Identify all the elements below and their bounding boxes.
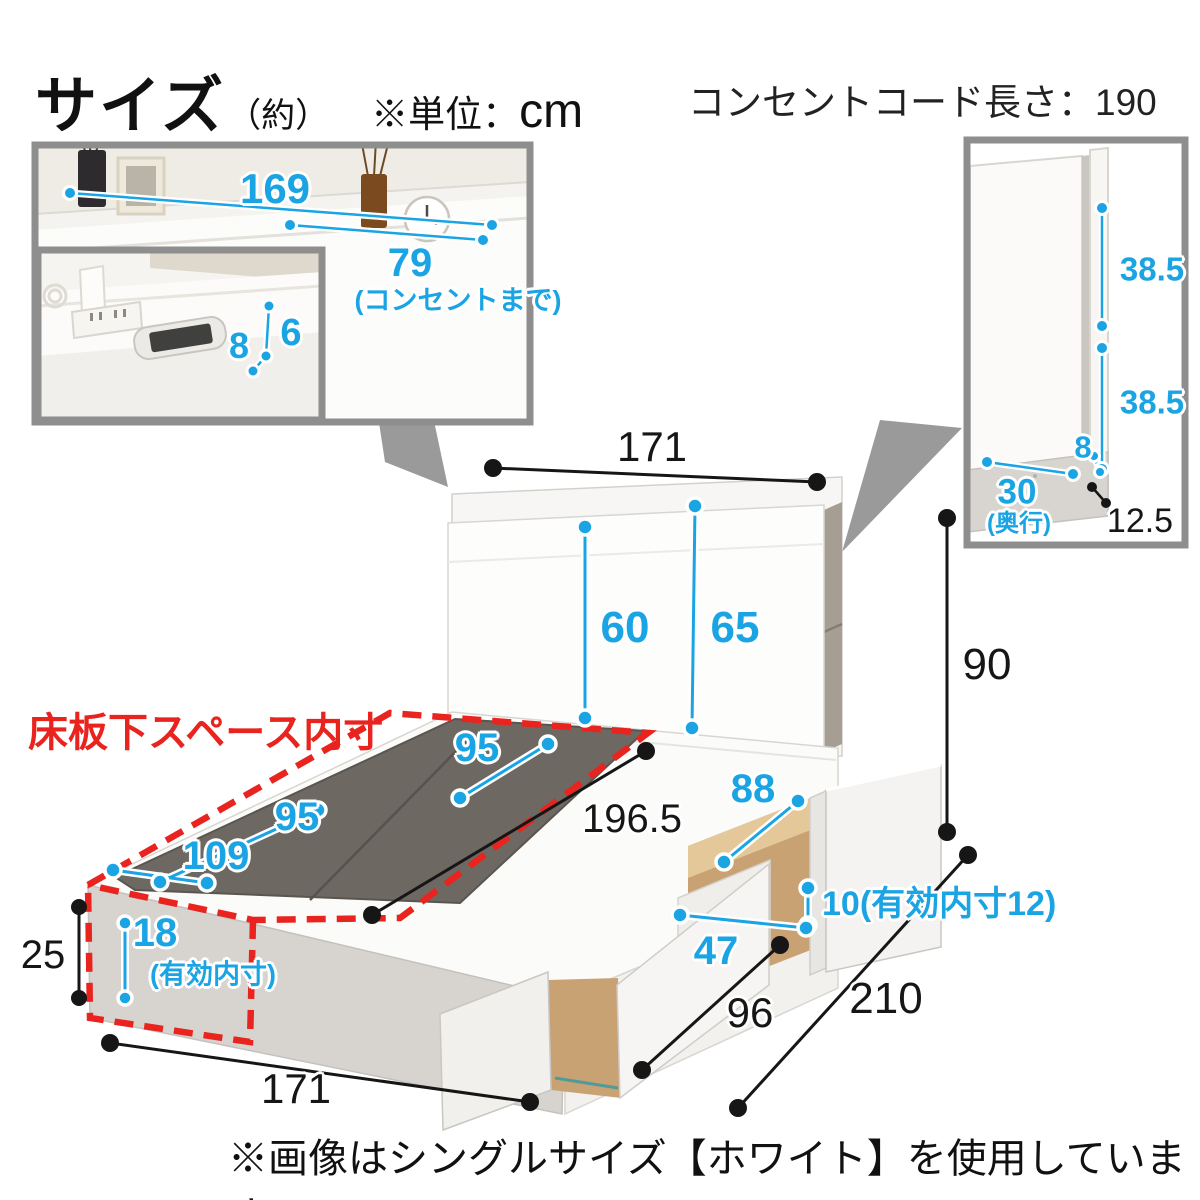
dim-frame-height: 25 bbox=[20, 933, 66, 977]
dim-drawer-section-length: 96 bbox=[726, 989, 774, 1036]
dim-to-outlet: 79 bbox=[387, 241, 433, 285]
phone-icon bbox=[133, 316, 227, 360]
dim-side-depth-note: (奥行) bbox=[987, 510, 1051, 537]
dim-drawer-width: 88 bbox=[730, 767, 776, 811]
dim-drawer-depth: 47 bbox=[693, 929, 739, 973]
dim-side-gap: 8 bbox=[1074, 429, 1092, 465]
dim-shelf-width: 169 bbox=[239, 165, 311, 212]
dim-side-depth: 30 bbox=[997, 472, 1037, 512]
dim-storage-width: 109 bbox=[182, 834, 250, 878]
inset-border bbox=[34, 246, 326, 424]
dim-total-length: 210 bbox=[849, 974, 923, 1023]
dim-side-upper: 38.5 bbox=[1119, 250, 1185, 288]
dim-to-outlet-note: (コンセントまで) bbox=[354, 285, 562, 316]
dim-board-b: 95 bbox=[274, 795, 320, 839]
arrow-right-icon bbox=[842, 420, 962, 552]
photo-frame-icon bbox=[116, 156, 166, 216]
inset-outlet-closeup bbox=[34, 246, 326, 424]
dim-width-top: 171 bbox=[616, 423, 688, 470]
arrow-left-icon bbox=[378, 416, 448, 487]
dim-side-base: 12.5 bbox=[1106, 502, 1174, 540]
dim-ledge-drop: 6 bbox=[280, 312, 302, 354]
dim-board-a: 95 bbox=[454, 726, 500, 770]
cable-icon bbox=[42, 283, 68, 309]
title-unit-value: cm bbox=[519, 85, 584, 138]
title-main: サイズ bbox=[35, 72, 226, 141]
title-unit: ※単位： bbox=[371, 94, 520, 135]
footnote: ※画像はシングルサイズ【ホワイト】を使用しています。 bbox=[228, 1137, 1186, 1200]
dim-storage-depth: 18 bbox=[132, 911, 178, 955]
title-approx: （約） bbox=[227, 97, 330, 135]
dim-platform-length: 196.5 bbox=[581, 797, 683, 841]
storage-inner-label: 床板下スペース内寸 bbox=[28, 711, 384, 755]
cord-length-note: コンセントコード長さ：190 bbox=[688, 82, 1157, 123]
dim-lines-blue bbox=[103, 496, 818, 1007]
dim-width-bottom: 171 bbox=[260, 1065, 332, 1112]
dim-headboard-back-height: 65 bbox=[710, 603, 760, 652]
dim-side-lower: 38.5 bbox=[1119, 383, 1185, 421]
dim-drawer-gap: 10(有効内寸12) bbox=[822, 885, 1057, 923]
drawer-lower bbox=[439, 862, 770, 1132]
dim-ledge-depth: 8 bbox=[228, 325, 250, 366]
dim-headboard-front-height: 60 bbox=[600, 603, 650, 652]
dim-lines-black bbox=[71, 459, 977, 1117]
dim-overall-height: 90 bbox=[962, 640, 1012, 689]
dim-storage-depth-note: (有効内寸) bbox=[150, 959, 276, 990]
inset-side-view bbox=[963, 136, 1189, 549]
inset-border bbox=[963, 136, 1189, 549]
page-title: サイズ （約） ※単位： cm bbox=[35, 55, 583, 145]
